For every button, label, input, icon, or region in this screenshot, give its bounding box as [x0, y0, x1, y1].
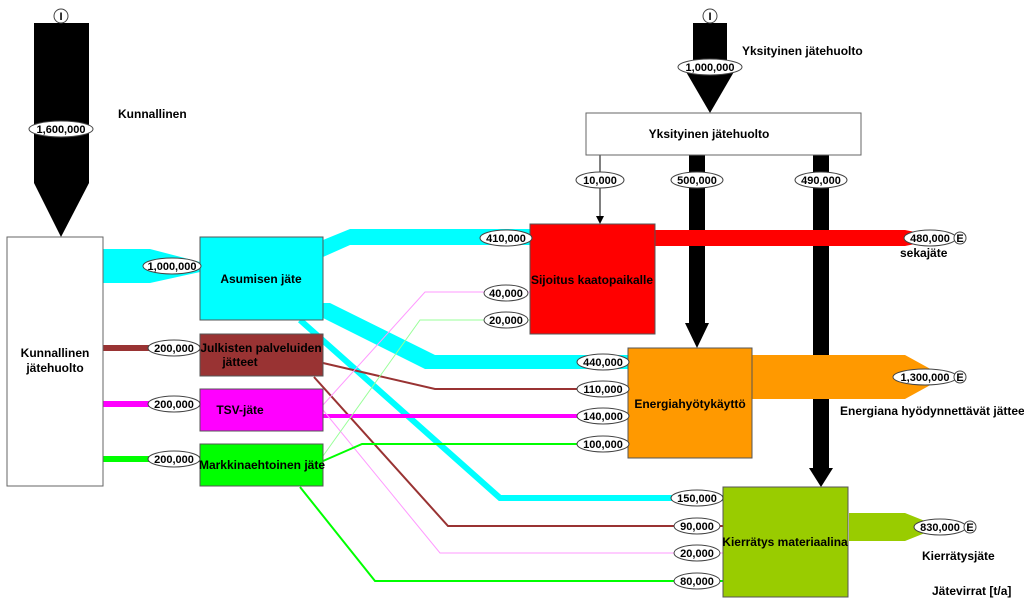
flow-kierratys-out	[849, 513, 940, 541]
svg-text:Yksityinen jätehuolto: Yksityinen jätehuolto	[649, 127, 770, 141]
svg-text:1,000,000: 1,000,000	[686, 62, 735, 74]
value-energia-out: 1,300,000 E	[892, 368, 967, 386]
svg-text:1,600,000: 1,600,000	[37, 124, 86, 136]
yksityinen-top-label: Yksityinen jätehuolto	[742, 44, 863, 58]
sekajate-label: sekajäte	[900, 246, 948, 260]
svg-text:E: E	[956, 372, 963, 384]
value-tsv-sijoitus: 40,000	[483, 284, 529, 302]
svg-text:jätehuolto: jätehuolto	[25, 361, 83, 375]
flow-asumisen-kierratys	[298, 317, 723, 501]
svg-text:490,000: 490,000	[801, 175, 841, 187]
value-julkisten: 200,000	[147, 339, 201, 357]
svg-text:Markkinaehtoinen jäte: Markkinaehtoinen jäte	[199, 458, 325, 472]
svg-text:I: I	[708, 11, 711, 23]
value-mark-energia: 100,000	[576, 435, 630, 453]
value-jul-energia: 110,000	[576, 380, 630, 398]
kierratysjate-label: Kierrätysjäte	[922, 549, 995, 563]
value-mark-kierratys: 80,000	[673, 572, 721, 590]
svg-text:40,000: 40,000	[489, 288, 523, 300]
input-marker-text: I	[59, 11, 62, 23]
value-priv-energia: 500,000	[670, 171, 724, 189]
flow-tsv-kierratys	[322, 409, 723, 554]
value-priv-sijoitus: 10,000	[575, 171, 625, 189]
svg-text:TSV-jäte: TSV-jäte	[216, 403, 264, 417]
svg-text:480,000: 480,000	[910, 233, 950, 245]
asumisen-jate-box: Asumisen jäte	[199, 236, 324, 321]
kunnallinen-input-value: 1,600,000	[28, 120, 94, 138]
flow-julkisten-kierratys	[313, 376, 723, 527]
value-mark-sijoitus: 20,000	[483, 311, 529, 329]
svg-text:440,000: 440,000	[583, 357, 623, 369]
svg-text:20,000: 20,000	[489, 315, 523, 327]
svg-text:1,300,000: 1,300,000	[901, 372, 950, 384]
svg-text:200,000: 200,000	[154, 343, 194, 355]
kierratys-materiaalina-box: Kierrätys materiaalina	[722, 486, 849, 598]
svg-text:500,000: 500,000	[677, 175, 717, 187]
export-marker-text: E	[956, 233, 963, 245]
yksityinen-input-value: 1,000,000	[677, 58, 743, 76]
svg-text:830,000: 830,000	[920, 522, 960, 534]
kunnallinen-label: Kunnallinen	[118, 107, 187, 121]
svg-text:Kierrätys materiaalina: Kierrätys materiaalina	[722, 535, 848, 549]
energiana-label: Energiana hyödynnettävät jätteet	[840, 404, 1024, 418]
sijoitus-kaatopaikalle-box: Sijoitus kaatopaikalle	[529, 223, 656, 335]
flow-markkina-energia	[322, 443, 628, 462]
value-asu-kierratys: 150,000	[670, 489, 724, 507]
flow-sijoitus-out	[655, 230, 945, 246]
flow-priv-kierratys	[809, 155, 833, 487]
kunnallinen-input-arrow	[34, 23, 89, 237]
yksityinen-jatehuolto-box: Yksityinen jätehuolto	[585, 112, 862, 156]
svg-text:140,000: 140,000	[583, 411, 623, 423]
value-markkina: 200,000	[147, 450, 201, 468]
svg-text:Julkisten palveluiden: Julkisten palveluiden	[200, 341, 321, 355]
svg-text:Kunnallinen: Kunnallinen	[21, 346, 90, 360]
value-priv-kierratys: 490,000	[794, 171, 848, 189]
svg-text:200,000: 200,000	[154, 454, 194, 466]
value-sekajate-out: 480,000 E	[903, 229, 967, 247]
kunnallinen-input-marker: I	[53, 8, 69, 24]
flow-markkina-kierratys	[299, 486, 723, 582]
julkisten-palveluiden-box: Julkisten palveluiden jätteet	[199, 333, 324, 377]
flow-asumisen-energia	[323, 303, 628, 369]
flow-julkisten-energia	[322, 362, 628, 390]
value-tsv: 200,000	[147, 395, 201, 413]
svg-text:E: E	[966, 522, 973, 534]
svg-text:110,000: 110,000	[583, 384, 622, 396]
svg-text:150,000: 150,000	[677, 493, 717, 505]
value-asu-energia: 440,000	[576, 353, 630, 371]
svg-text:410,000: 410,000	[486, 233, 526, 245]
flow-energia-out	[752, 355, 945, 399]
value-asumisen: 1,000,000	[142, 257, 202, 275]
svg-text:jätteet: jätteet	[221, 355, 257, 369]
svg-text:200,000: 200,000	[154, 399, 194, 411]
svg-text:90,000: 90,000	[680, 521, 714, 533]
svg-text:100,000: 100,000	[583, 439, 623, 451]
value-jul-kierratys: 90,000	[673, 517, 721, 535]
jatevirrat-label: Jätevirrat [t/a]	[932, 584, 1011, 598]
energiahyotykaytto-box: Energiahyötykäyttö	[627, 347, 753, 459]
kunnallinen-jatehuolto-box: Kunnallinen jätehuolto	[6, 236, 104, 487]
flow-asumisen-sijoitus	[323, 229, 530, 257]
svg-text:80,000: 80,000	[680, 576, 714, 588]
svg-text:20,000: 20,000	[680, 548, 714, 560]
markkinaehtoinen-jate-box: Markkinaehtoinen jäte	[199, 443, 325, 487]
svg-text:Sijoitus kaatopaikalle: Sijoitus kaatopaikalle	[531, 273, 653, 287]
svg-text:Energiahyötykäyttö: Energiahyötykäyttö	[634, 397, 745, 411]
svg-text:10,000: 10,000	[583, 175, 617, 187]
value-tsv-kierratys: 20,000	[673, 544, 721, 562]
value-asu-sijoitus: 410,000	[479, 229, 533, 247]
tsv-jate-box: TSV-jäte	[199, 388, 324, 432]
value-tsv-energia: 140,000	[576, 407, 630, 425]
flow-priv-sijoitus-head	[596, 216, 604, 224]
svg-text:1,000,000: 1,000,000	[148, 261, 197, 273]
svg-text:Asumisen jäte: Asumisen jäte	[220, 272, 302, 286]
value-kierratys-out: 830,000 E	[913, 518, 977, 536]
yksityinen-input-marker: I	[702, 8, 718, 24]
